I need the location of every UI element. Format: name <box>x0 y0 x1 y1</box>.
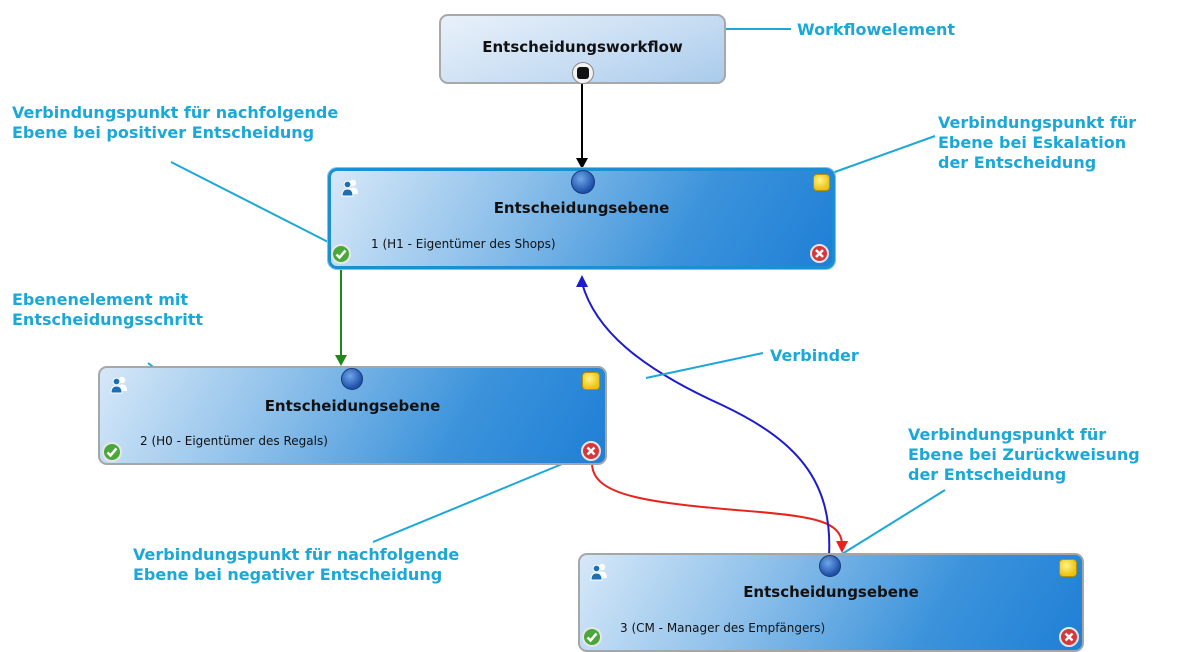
check-icon <box>335 249 347 260</box>
level-node-1-title: Entscheidungsebene <box>493 199 670 217</box>
workflow-output-point[interactable] <box>572 62 594 84</box>
callout-rejection-point <box>841 489 946 555</box>
level-2-input-point[interactable] <box>341 368 363 390</box>
annotation-negative-point: Verbindungspunkt für nachfolgende Ebene … <box>133 545 460 584</box>
annotation-rejection-point: Verbindungspunkt für Ebene bei Zurückwei… <box>908 425 1140 484</box>
user-group-icon <box>110 376 127 394</box>
reject-icon <box>815 249 824 258</box>
connector-level3-to-level1[interactable] <box>581 282 831 557</box>
callout-positive-point <box>170 161 337 247</box>
level-2-escalation-point[interactable] <box>582 372 600 390</box>
level-node-1-subtitle: 1 (H1 - Eigentümer des Shops) <box>371 237 556 251</box>
level-3-positive-point[interactable] <box>582 627 602 647</box>
level-node-1[interactable]: Entscheidungsebene 1 (H1 - Eigentümer de… <box>328 168 835 269</box>
workflow-node-title: Entscheidungsworkflow <box>482 38 683 56</box>
level-3-input-point[interactable] <box>819 555 841 577</box>
annotation-escalation-point: Verbindungspunkt für Ebene bei Eskalatio… <box>938 113 1137 172</box>
connector-positive-arrowhead <box>335 355 347 366</box>
callout-negative-point <box>372 454 585 543</box>
check-icon <box>586 632 598 643</box>
annotation-connector: Verbinder <box>770 346 859 365</box>
reject-icon <box>586 446 596 456</box>
level-2-positive-point[interactable] <box>102 442 122 462</box>
level-node-2-title: Entscheidungsebene <box>264 397 441 415</box>
callout-connector <box>645 352 764 379</box>
annotation-level-element: Ebenenelement mit Entscheidungsschritt <box>12 290 203 329</box>
reject-icon <box>1064 632 1074 642</box>
callout-escalation-point <box>831 135 936 174</box>
level-1-negative-point[interactable] <box>810 244 829 263</box>
level-1-input-point[interactable] <box>571 170 595 194</box>
annotation-positive-point: Verbindungspunkt für nachfolgende Ebene … <box>12 103 339 142</box>
connector-blue-arrowhead <box>576 275 588 287</box>
connector-level2-negative-to-level3[interactable] <box>591 462 843 544</box>
level-2-negative-point[interactable] <box>581 441 601 461</box>
annotation-workflow-element: Workflowelement <box>797 20 955 39</box>
level-3-escalation-point[interactable] <box>1059 559 1077 577</box>
level-node-3-title: Entscheidungsebene <box>743 583 919 601</box>
connector-workflow-arrowhead <box>576 158 588 169</box>
level-1-positive-point[interactable] <box>331 244 351 264</box>
level-1-escalation-point[interactable] <box>813 174 830 191</box>
user-group-icon <box>590 563 607 581</box>
check-icon <box>106 447 118 458</box>
level-node-2-subtitle: 2 (H0 - Eigentümer des Regals) <box>140 434 328 448</box>
connector-negative-arrowhead <box>836 541 848 553</box>
level-3-negative-point[interactable] <box>1059 627 1079 647</box>
level-node-3-subtitle: 3 (CM - Manager des Empfängers) <box>620 621 826 635</box>
user-group-icon <box>341 179 358 197</box>
